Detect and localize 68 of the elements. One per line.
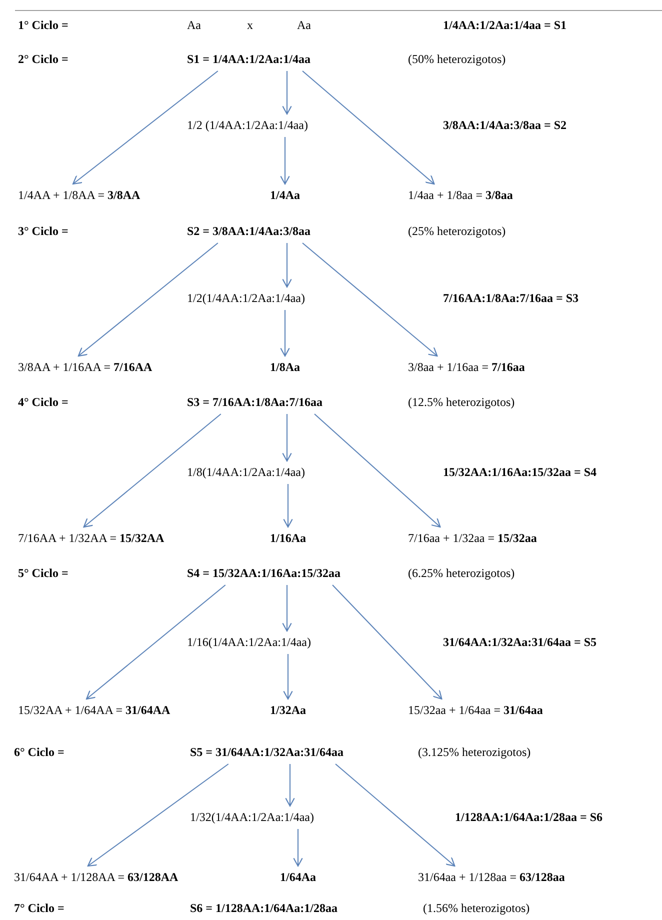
generation-result: 1/4AA:1/2Aa:1/4aa = S1	[443, 17, 567, 33]
heterozygosity-note: (50% heterozigotos)	[408, 51, 506, 67]
arrow	[302, 242, 438, 357]
heterozygote-fraction: 1/32(1/4AA:1/2Aa:1/4aa)	[190, 810, 314, 824]
generation-result: 3/8AA:1/4Aa:3/8aa = S2	[443, 117, 567, 133]
arrow	[332, 584, 442, 700]
heterozygosity-note: (1.56% heterozigotos)	[423, 900, 530, 916]
arrow	[282, 484, 294, 528]
heterozygosity-note: (3.125% heterozigotos)	[418, 744, 531, 760]
arrow	[335, 764, 456, 867]
homozygote-sum: 15/32aa + 1/64aa = 31/64aa	[408, 703, 543, 717]
heterozygote-result: 1/16Aa	[270, 531, 306, 545]
generation-result: 7/16AA:1/8Aa:7/16aa = S3	[443, 290, 579, 306]
arrow	[302, 70, 435, 185]
cycle-label: 3° Ciclo =	[18, 223, 68, 239]
arrow	[282, 654, 294, 700]
arrow	[282, 584, 292, 632]
cycle-label: 6° Ciclo =	[14, 744, 64, 760]
arrow	[282, 242, 292, 288]
heterozygote-result: 1/4Aa	[270, 188, 300, 202]
cross-symbol: x	[247, 17, 253, 33]
heterozygote-fraction: 1/2 (1/4AA:1/2Aa:1/4aa)	[187, 118, 308, 132]
cycle-label: 4° Ciclo =	[18, 394, 68, 410]
cycle-label: 1° Ciclo =	[18, 17, 68, 33]
generation-formula: S1 = 1/4AA:1/2Aa:1/4aa	[187, 52, 311, 66]
arrow	[83, 414, 222, 528]
generation-formula: S6 = 1/128AA:1/64Aa:1/28aa	[190, 900, 338, 916]
homozygote-sum: 31/64aa + 1/128aa = 63/128aa	[418, 870, 565, 884]
heterozygote-result: 1/64Aa	[280, 870, 316, 884]
generation-result: 15/32AA:1/16Aa:15/32aa = S4	[443, 464, 597, 480]
homozygote-sum: 3/8aa + 1/16aa = 7/16aa	[408, 360, 525, 374]
homozygote-sum: 1/4aa + 1/8aa = 3/8aa	[408, 188, 513, 202]
generation-formula: S5 = 31/64AA:1/32Aa:31/64aa	[190, 745, 344, 759]
arrow	[86, 584, 226, 700]
arrow	[87, 764, 229, 867]
heterozygosity-note: (6.25% heterozigotos)	[408, 565, 515, 581]
heterozygote-fraction: 1/16(1/4AA:1/2Aa:1/4aa)	[187, 635, 311, 649]
cycle-label: 2° Ciclo =	[18, 51, 68, 67]
arrow	[292, 828, 304, 867]
generation-formula: S2 = 3/8AA:1/4Aa:3/8aa	[187, 224, 311, 238]
heterozygosity-note: (25% heterozigotos)	[408, 223, 506, 239]
genotype-label: Aa	[297, 17, 311, 33]
heterozygosity-note: (12.5% heterozigotos)	[408, 394, 515, 410]
arrow	[284, 764, 296, 807]
generation-result: 31/64AA:1/32Aa:31/64aa = S5	[443, 634, 597, 650]
heterozygote-fraction: 1/2(1/4AA:1/2Aa:1/4aa)	[187, 291, 305, 305]
homozygote-sum: 3/8AA + 1/16AA = 7/16AA	[18, 360, 152, 374]
heterozygote-fraction: 1/8(1/4AA:1/2Aa:1/4aa)	[187, 465, 305, 479]
arrow	[72, 70, 218, 185]
arrow	[282, 414, 292, 462]
generation-result: 1/128AA:1/64Aa:1/28aa = S6	[455, 809, 603, 825]
arrow	[280, 136, 290, 185]
cycle-label: 5° Ciclo =	[18, 565, 68, 581]
homozygote-sum: 1/4AA + 1/8AA = 3/8AA	[18, 188, 140, 202]
cycle-label: 7° Ciclo =	[14, 900, 64, 916]
arrow	[282, 70, 292, 115]
heterozygote-result: 1/32Aa	[270, 703, 306, 717]
arrow	[280, 310, 290, 357]
homozygote-sum: 15/32AA + 1/64AA = 31/64AA	[18, 703, 170, 717]
homozygote-sum: 31/64AA + 1/128AA = 63/128AA	[14, 870, 178, 884]
arrow	[78, 242, 218, 357]
homozygote-sum: 7/16aa + 1/32aa = 15/32aa	[408, 531, 537, 545]
homozygote-sum: 7/16AA + 1/32AA = 15/32AA	[18, 531, 164, 545]
arrow	[314, 414, 441, 528]
generation-formula: S4 = 15/32AA:1/16Aa:15/32aa	[187, 566, 341, 580]
generation-formula: S3 = 7/16AA:1/8Aa:7/16aa	[187, 395, 323, 409]
heterozygote-result: 1/8Aa	[270, 360, 300, 374]
genotype-label: Aa	[187, 17, 201, 33]
